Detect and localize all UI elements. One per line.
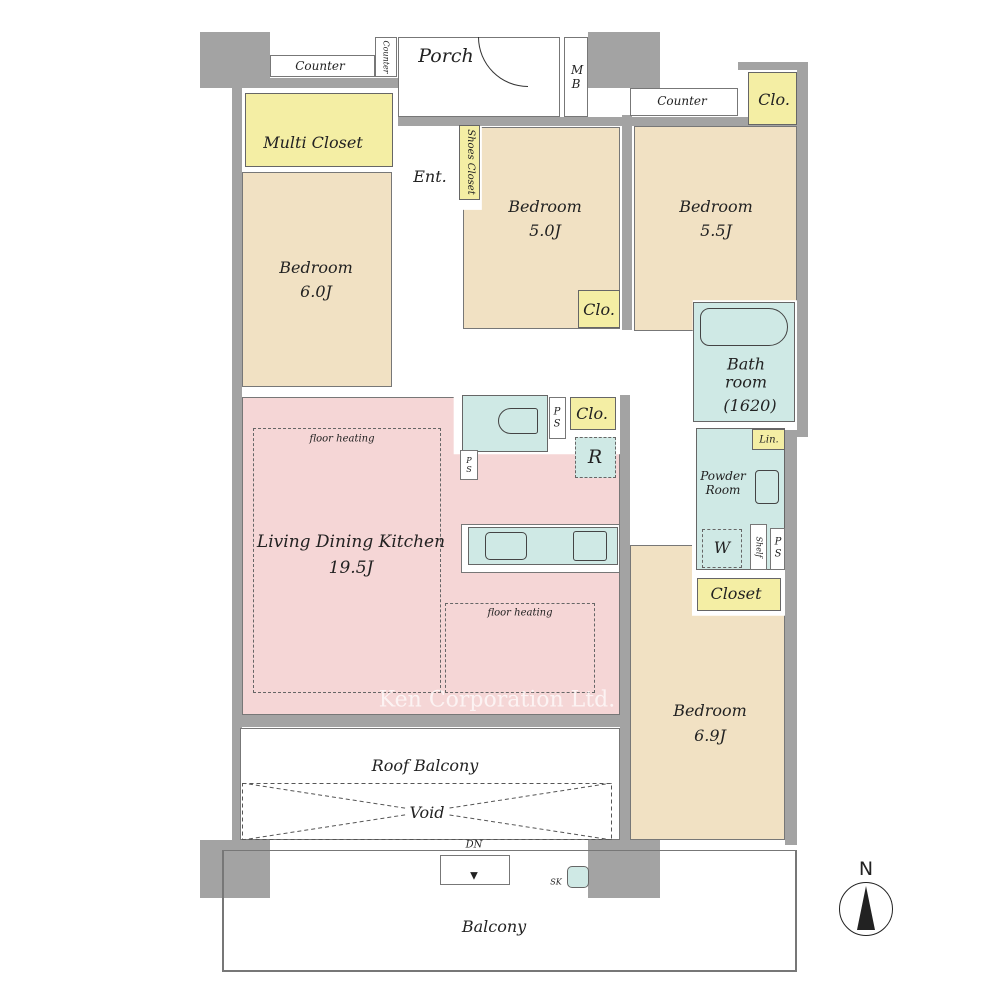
wall-top-left	[232, 78, 404, 88]
bathtub-icon	[700, 308, 788, 346]
kitchen-top	[468, 527, 618, 565]
closet-top-right	[748, 72, 797, 125]
kitchen-sink-icon	[485, 532, 527, 560]
bedroom-c-size: 5.5J	[700, 220, 732, 240]
void-area	[242, 783, 612, 840]
r-label: R	[587, 446, 603, 469]
clo-bedroom-b-label: Clo.	[583, 299, 615, 319]
bedroom-c-name: Bedroom	[679, 196, 753, 216]
closet-ldk	[570, 397, 616, 430]
wall-center	[620, 395, 630, 840]
closet-bedroom-b	[578, 290, 620, 328]
shoes-closet	[459, 125, 480, 200]
porch-label: Porch	[418, 45, 474, 68]
bedroom-d-name: Bedroom	[673, 700, 747, 720]
washer-space	[702, 529, 742, 568]
balcony-label: Balcony	[461, 916, 527, 936]
void-label: Void	[405, 803, 449, 823]
shelf-label: Shelf	[754, 536, 764, 558]
multi-closet-label: Multi Closet	[263, 132, 363, 152]
counter-vertical	[375, 37, 397, 77]
floor-heating-area-1	[253, 428, 441, 693]
mb-label: M B	[571, 63, 584, 91]
wall-top-right	[630, 117, 800, 126]
wall-left	[232, 88, 242, 845]
compass-circle	[839, 882, 893, 936]
w-label: W	[713, 537, 731, 557]
slop-sink	[567, 866, 589, 888]
counter-vertical-label: Counter	[381, 40, 391, 74]
linen-closet	[752, 429, 785, 450]
shoes-closet-label: Shoes Closet	[464, 129, 476, 195]
wall-ldk-bottom	[242, 715, 620, 727]
bedroom-b-size: 5.0J	[529, 220, 561, 240]
closet	[697, 578, 781, 611]
ps-powder-label: P S	[774, 536, 782, 560]
pillar-bottom-right	[588, 840, 660, 898]
pipe-space-toilet	[549, 397, 566, 439]
floor-heating-label-2: floor heating	[487, 607, 553, 619]
roof-balcony-label: Roof Balcony	[371, 755, 479, 775]
pipe-space-ldk	[460, 450, 478, 480]
toilet-icon	[498, 408, 538, 434]
clo-ldk-label: Clo.	[576, 403, 608, 423]
dn-label: DN	[465, 839, 483, 851]
floor-heating-area-2	[445, 603, 595, 693]
pillar-top-left	[200, 32, 270, 88]
ps-ldk-label: P S	[466, 455, 472, 474]
wall-right-upper	[797, 65, 808, 437]
north-label: N	[858, 858, 874, 881]
floor-heating-label-1: floor heating	[309, 433, 375, 445]
ps-toilet-label: P S	[553, 406, 561, 430]
wall-mid-vertical	[622, 115, 632, 330]
powder-room-label: Powder Room	[700, 469, 746, 497]
ldk-name: Living Dining Kitchen	[256, 532, 446, 553]
counter-top-right	[630, 88, 738, 116]
stove-icon	[573, 531, 607, 561]
wall-entry-top	[398, 117, 623, 126]
pillar-bottom-left	[200, 840, 270, 898]
multi-closet	[245, 93, 393, 167]
shelf	[750, 524, 767, 570]
sk-label: SK	[550, 877, 562, 887]
lin-label: Lin.	[759, 434, 779, 446]
closet-label: Closet	[710, 583, 762, 603]
north-arrow-icon	[857, 886, 875, 930]
refrigerator-space	[575, 437, 616, 478]
clo-top-right-label: Clo.	[758, 89, 790, 109]
pipe-space-powder	[770, 528, 785, 570]
bath-size: (1620)	[723, 395, 777, 415]
balcony	[222, 850, 797, 972]
meter-box	[564, 37, 588, 117]
bath-name: Bath room	[724, 354, 768, 392]
wall-top-right-clo	[738, 62, 808, 70]
pillar-top-right	[588, 32, 660, 88]
counter-top-right-label: Counter	[657, 94, 707, 109]
ldk-size: 19.5J	[328, 558, 374, 579]
bedroom-d-size: 6.9J	[694, 725, 726, 745]
watermark: Ken Corporation Ltd.	[378, 687, 616, 713]
ent-label: Ent.	[413, 166, 447, 186]
bedroom-a-size: 6.0J	[300, 281, 332, 301]
sink-icon	[755, 470, 779, 504]
bedroom-a-name: Bedroom	[279, 257, 353, 277]
bedroom-6-0j	[242, 172, 392, 387]
bedroom-b-name: Bedroom	[508, 196, 582, 216]
counter-top-left-label: Counter	[295, 59, 345, 74]
wall-right-lower	[785, 430, 797, 845]
down-arrow-icon: ▼	[470, 870, 478, 882]
counter-top-left	[270, 55, 375, 77]
stairs	[440, 855, 510, 885]
